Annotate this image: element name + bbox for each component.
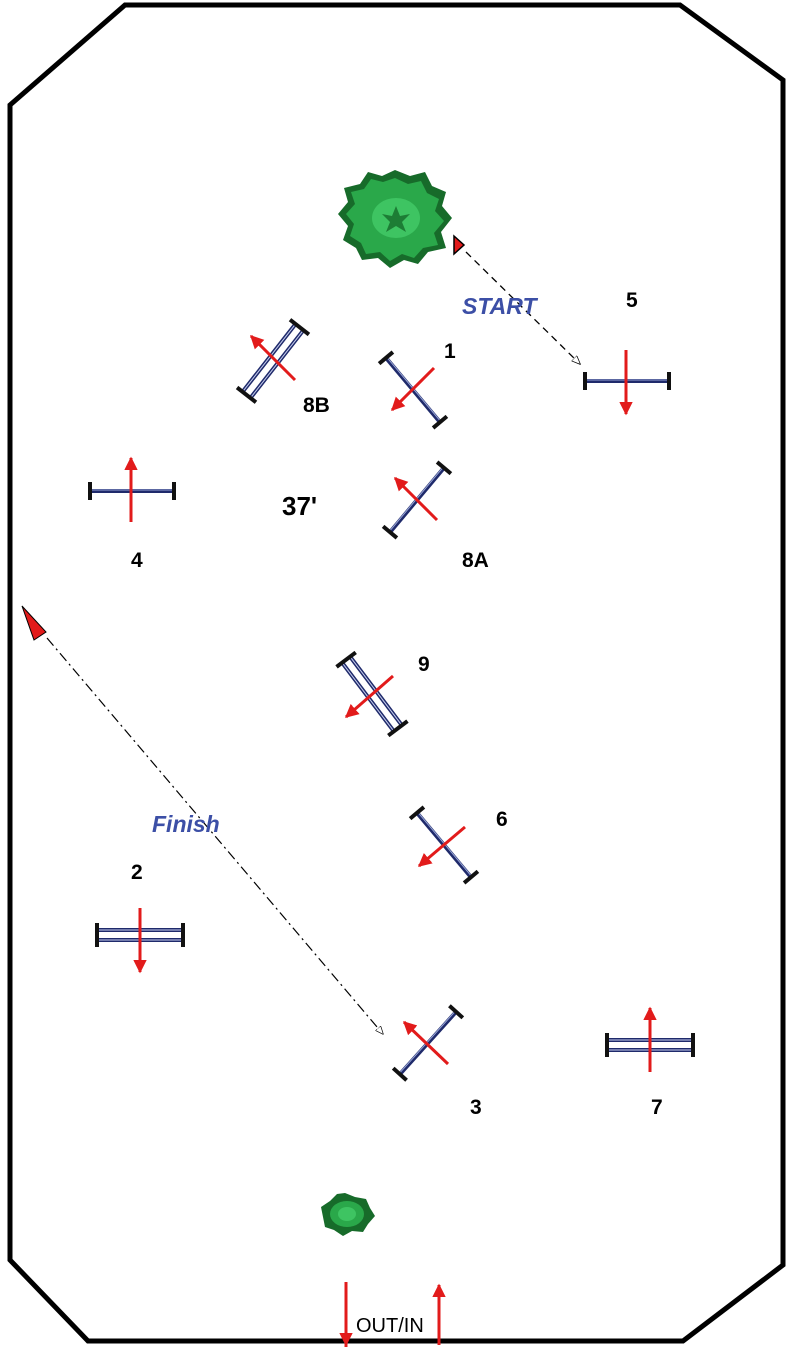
gate-label: OUT/IN — [356, 1315, 424, 1337]
red-arrow-icon — [249, 334, 297, 382]
start-track — [465, 251, 580, 364]
tree-icon — [338, 170, 452, 268]
distance-label: 37' — [282, 491, 317, 521]
arena-border — [7, 2, 786, 1344]
fence-number-4: 4 — [131, 549, 143, 572]
fence-number-3: 3 — [470, 1096, 482, 1119]
flag-icon — [453, 234, 466, 256]
finish-track — [46, 637, 383, 1034]
fence-number-7: 7 — [651, 1096, 663, 1119]
tree-icon — [321, 1193, 375, 1236]
red-arrow-icon — [344, 674, 394, 719]
fence-number-1: 1 — [444, 340, 456, 363]
fence-number-8a: 8A — [462, 549, 489, 572]
fence-number-8b: 8B — [303, 394, 330, 417]
red-arrow-icon — [417, 825, 466, 868]
red-arrow-icon — [393, 476, 439, 522]
start-label: START — [462, 293, 538, 319]
fence-number-5: 5 — [626, 289, 638, 312]
fence-number-9: 9 — [418, 653, 430, 676]
fence-number-6: 6 — [496, 808, 508, 831]
red-arrow-icon — [390, 366, 436, 412]
red-arrow-icon — [402, 1020, 450, 1066]
finish-label: Finish — [152, 811, 220, 837]
red-arrow-icon — [21, 605, 47, 641]
fence-number-2: 2 — [131, 861, 143, 884]
